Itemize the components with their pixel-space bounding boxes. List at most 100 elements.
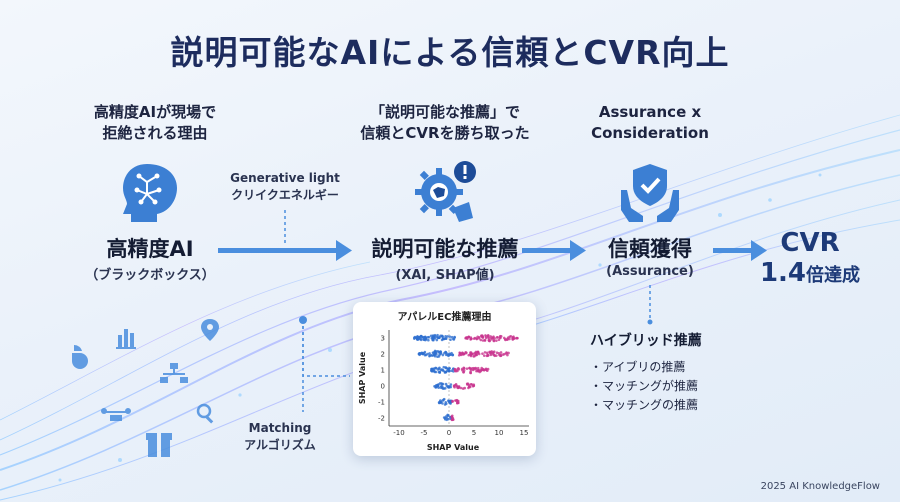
col2-caption-line2: 信頼とCVRを勝ち取った <box>360 124 530 142</box>
col2-main-label: 説明可能な推薦 <box>371 237 519 261</box>
shap-point <box>467 335 471 339</box>
shap-point <box>509 334 513 338</box>
shap-point <box>467 383 471 387</box>
x-tick-label: -10 <box>393 429 404 437</box>
shap-point <box>418 353 421 357</box>
generative-light-label: Generative light クリイクエネルギー <box>215 170 355 204</box>
gear-alert-icon <box>415 161 476 222</box>
shap-point <box>421 352 424 356</box>
shap-point <box>476 369 480 373</box>
shap-point <box>422 338 426 341</box>
shap-point <box>465 367 469 370</box>
shap-point <box>444 335 447 338</box>
hybrid-item: ・マッチングが推薦 <box>590 379 699 393</box>
shap-point <box>495 339 498 342</box>
shap-point <box>460 367 464 371</box>
shap-point <box>465 336 469 339</box>
shap-point <box>441 399 444 402</box>
shap-point <box>493 354 496 358</box>
shap-point <box>441 402 444 405</box>
shap-point <box>439 334 442 338</box>
shap-point <box>443 337 446 340</box>
magnifier-icon <box>196 403 214 424</box>
shap-point <box>420 335 424 339</box>
shap-point <box>436 355 439 359</box>
chart-x-axis-label: SHAP Value <box>427 443 480 452</box>
col3-caption-line1: Assurance x <box>598 103 702 121</box>
shap-point <box>434 370 438 374</box>
shap-point <box>454 383 458 386</box>
shap-point <box>489 335 492 338</box>
shap-point <box>491 336 495 340</box>
matching-line2: アルゴリズム <box>244 438 316 452</box>
shap-point <box>428 352 431 355</box>
shap-point <box>461 351 464 355</box>
shap-point <box>439 399 442 402</box>
shap-point <box>452 337 455 341</box>
shap-point <box>423 353 427 357</box>
shap-point <box>476 335 479 339</box>
matching-dotted-connector <box>302 320 350 377</box>
arrow-3 <box>713 240 767 261</box>
col2-caption-line1: 「説明可能な推薦」で <box>369 103 520 121</box>
shap-point <box>448 335 452 338</box>
shap-point <box>484 368 488 371</box>
shap-point <box>449 383 453 386</box>
y-tick-label: 2 <box>381 351 385 359</box>
y-tick-label: 0 <box>381 383 385 391</box>
shap-point <box>433 333 437 337</box>
shap-point <box>440 368 444 371</box>
shap-point <box>475 353 479 357</box>
shap-point <box>505 351 508 354</box>
shap-point <box>489 350 492 354</box>
shap-point <box>436 384 440 388</box>
shap-point <box>486 334 490 337</box>
org-chart-icon <box>160 363 188 383</box>
decorative-icons <box>72 319 219 457</box>
shap-point <box>413 337 416 340</box>
cvr-result-line1: CVR <box>780 228 840 258</box>
shap-point <box>511 336 515 339</box>
shap-point <box>431 354 434 357</box>
shap-point <box>427 338 430 342</box>
matching-line1: Matching <box>248 421 312 435</box>
cvr-result-value: 1.4 <box>759 258 807 288</box>
generative-line2: クリイクエネルギー <box>231 188 339 202</box>
shap-point <box>470 352 473 356</box>
shap-point <box>444 366 448 369</box>
matching-label: Matching アルゴリズム <box>225 420 335 454</box>
chart-marks <box>413 333 519 422</box>
shap-point <box>447 414 450 417</box>
shap-point <box>487 338 491 342</box>
shap-point <box>450 335 454 339</box>
x-tick-label: 0 <box>447 429 451 437</box>
shap-point <box>436 333 439 337</box>
shap-point <box>431 367 435 371</box>
shap-point <box>499 351 503 354</box>
shap-point <box>471 384 475 388</box>
shap-point <box>451 400 454 403</box>
shap-point <box>506 353 509 357</box>
shap-point <box>448 352 451 355</box>
shap-point <box>480 366 484 370</box>
shap-point <box>430 369 433 373</box>
hybrid-recommendation-block: ハイブリッド推薦 ・アイブリの推薦 ・マッチングが推薦 ・マッチングの推薦 <box>590 330 750 415</box>
shap-point <box>444 370 448 374</box>
shap-point <box>468 385 472 389</box>
shap-point <box>449 338 452 342</box>
col3-sub-label: (Assurance) <box>606 264 694 279</box>
shap-point <box>481 352 484 355</box>
shap-point <box>479 368 483 372</box>
shield-hands-icon <box>621 164 679 222</box>
shap-point <box>456 385 459 389</box>
shap-point <box>441 353 445 357</box>
shap-point <box>499 354 503 358</box>
shap-point <box>506 337 509 341</box>
shap-point <box>479 338 483 342</box>
shap-point <box>497 338 501 342</box>
shap-point <box>457 399 460 403</box>
shap-point <box>438 371 442 374</box>
shap-point <box>443 416 447 420</box>
